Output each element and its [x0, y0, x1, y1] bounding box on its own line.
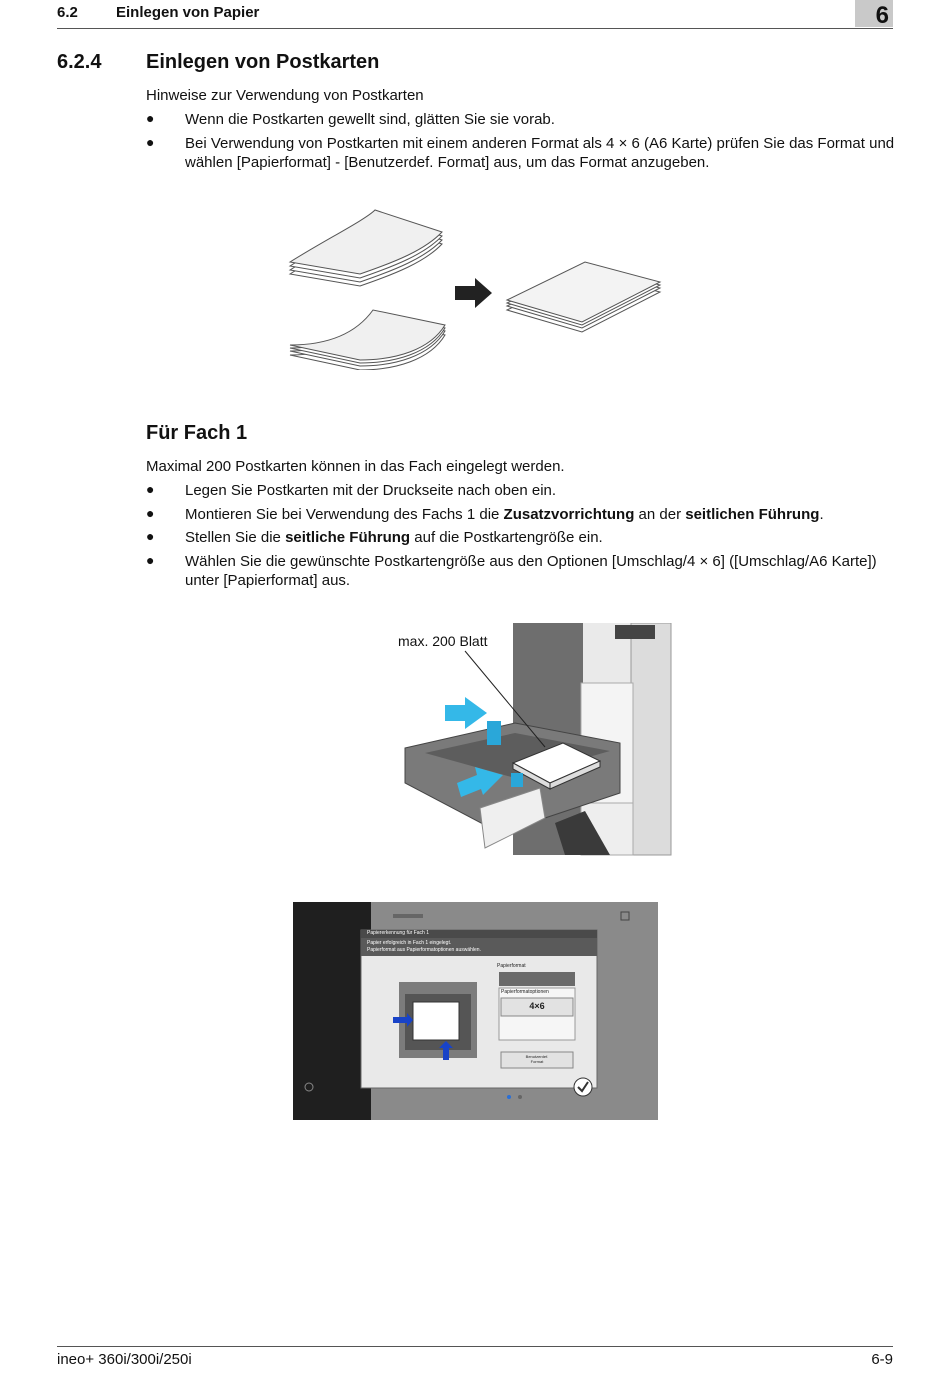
- bullet-icon: ●: [146, 110, 155, 126]
- control-panel-screen: Papiererkennung für Fach 1 Papier erfolg…: [293, 902, 658, 1120]
- postcard-flattening-illustration: [288, 209, 662, 370]
- header-section-number: 6.2: [57, 4, 78, 21]
- dialog-message-2: Papierformat aus Papierformatoptionen au…: [367, 947, 481, 953]
- footer-model: ineo+ 360i/300i/250i: [57, 1351, 192, 1368]
- step-item: Stellen Sie die seitliche Führung auf di…: [185, 529, 603, 546]
- push-arrow-icon: [445, 697, 487, 729]
- paper-format-label: Papierformat: [497, 963, 526, 969]
- attachment-term: Zusatzvorrichtung: [503, 506, 635, 523]
- intro-text: Hinweise zur Verwendung von Postkarten: [146, 87, 424, 104]
- paper-format-options-label: Papierformatoptionen: [501, 989, 549, 995]
- dialog-title: Papiererkennung für Fach 1: [367, 930, 429, 936]
- bullet-icon: ●: [146, 481, 155, 497]
- footer-page-number: 6-9: [871, 1351, 893, 1368]
- curled-postcards-bottom: [289, 309, 446, 370]
- header-section-title: Einlegen von Papier: [116, 4, 260, 21]
- note-item: Bei Verwendung von Postkarten mit einem …: [185, 135, 895, 171]
- dialog-message-1: Papier erfolgreich in Fach 1 eingelegt.: [367, 940, 452, 946]
- capacity-text: Maximal 200 Postkarten können in das Fac…: [146, 458, 565, 475]
- footer-divider: [57, 1346, 893, 1347]
- side-guide-term: seitliche Führung: [285, 529, 411, 546]
- bullet-icon: ●: [146, 528, 155, 544]
- step-item: Montieren Sie bei Verwendung des Fachs 1…: [185, 506, 824, 523]
- option-4x6-button[interactable]: 4×6: [529, 1001, 545, 1011]
- subsection-title: Für Fach 1: [146, 422, 248, 444]
- section-number: 6.2.4: [57, 51, 102, 73]
- note-item: Wenn die Postkarten gewellt sind, glätte…: [185, 111, 555, 128]
- chapter-tab: 6: [855, 0, 893, 29]
- push-arrow-icon: [457, 767, 503, 797]
- tray-callout-label: max. 200 Blatt: [398, 633, 488, 649]
- side-guide-term: seitlichen Führung: [685, 506, 820, 523]
- flat-postcards: [505, 261, 662, 333]
- bullet-icon: ●: [146, 505, 155, 521]
- tray-illustration: [404, 623, 672, 856]
- step-item: Wählen Sie die gewünschte Postkartengröß…: [185, 553, 877, 589]
- custom-format-button[interactable]: Benutzerdef.Format: [525, 1054, 549, 1064]
- section-title: Einlegen von Postkarten: [146, 51, 380, 73]
- bullet-icon: ●: [146, 552, 155, 568]
- bullet-icon: ●: [146, 134, 155, 150]
- curled-postcards-top: [288, 209, 443, 287]
- arrow-right-icon: [455, 278, 492, 308]
- header-divider: [57, 28, 893, 29]
- step-item: Legen Sie Postkarten mit der Druckseite …: [185, 482, 557, 499]
